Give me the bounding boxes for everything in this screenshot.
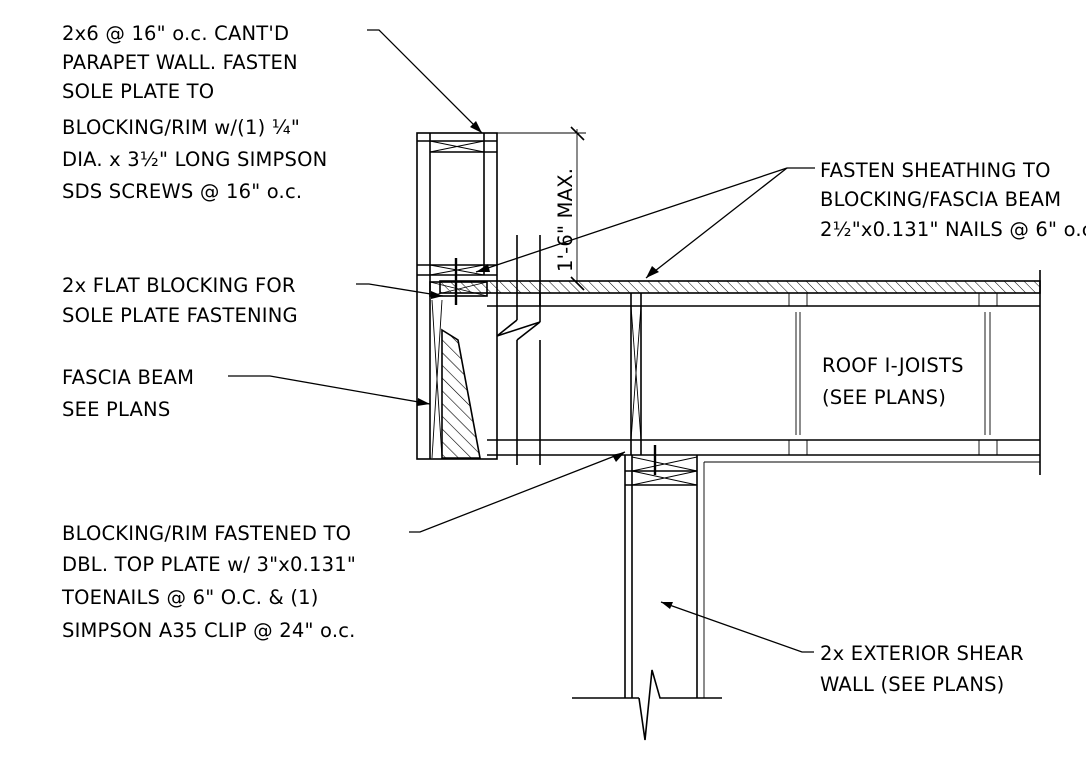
note-line: BLOCKING/RIM FASTENED TO (62, 522, 351, 545)
note-line: FASTEN SHEATHING TO (820, 159, 1051, 182)
note-line: 2x FLAT BLOCKING FOR (62, 274, 296, 297)
note-line: FASCIA BEAM (62, 366, 194, 389)
note-rim: BLOCKING/RIM FASTENED TO DBL. TOP PLATE … (61, 522, 356, 642)
note-line: WALL (SEE PLANS) (820, 673, 1005, 696)
note-line: SOLE PLATE FASTENING (62, 304, 298, 327)
note-line: SEE PLANS (62, 398, 170, 421)
note-line: (SEE PLANS) (822, 386, 946, 409)
note-sheathing: FASTEN SHEATHING TO BLOCKING/FASCIA BEAM… (820, 159, 1086, 241)
note-flat-blocking: 2x FLAT BLOCKING FOR SOLE PLATE FASTENIN… (62, 274, 298, 327)
note-line: 2x EXTERIOR SHEAR (820, 642, 1024, 665)
roof-joists (487, 270, 1041, 475)
note-line: ROOF I-JOISTS (822, 354, 964, 377)
shear-wall (572, 445, 1040, 741)
roof-sheathing (439, 280, 1041, 294)
note-line: 2x6 @ 16" o.c. CANT'D (62, 22, 289, 45)
note-line: BLOCKING/FASCIA BEAM (820, 188, 1061, 211)
note-fascia: FASCIA BEAM SEE PLANS (62, 366, 194, 421)
note-line: PARAPET WALL. FASTEN (62, 51, 298, 74)
leader-lines (228, 29, 815, 653)
note-line: SDS SCREWS @ 16" o.c. (62, 180, 302, 203)
note-line: 2½"x0.131" NAILS @ 6" o.c. (820, 218, 1086, 241)
note-line: SIMPSON A35 CLIP @ 24" o.c. (62, 619, 356, 642)
note-line: TOENAILS @ 6" O.C. & (1) (61, 586, 319, 609)
note-parapet: 2x6 @ 16" o.c. CANT'D PARAPET WALL. FAST… (62, 22, 327, 203)
break-line (496, 235, 541, 465)
note-joists: ROOF I-JOISTS (SEE PLANS) (822, 354, 964, 409)
dimension-label: 1'-6" MAX. (554, 168, 577, 272)
dimension-line: 1'-6" MAX. (497, 126, 586, 291)
fascia-beam (429, 281, 488, 459)
note-line: BLOCKING/RIM w/(1) ¼" (62, 116, 300, 139)
note-line: SOLE PLATE TO (62, 80, 214, 103)
note-line: DBL. TOP PLATE w/ 3"x0.131" (62, 553, 356, 576)
note-shear-wall: 2x EXTERIOR SHEAR WALL (SEE PLANS) (820, 642, 1024, 696)
note-line: DIA. x 3½" LONG SIMPSON (62, 148, 327, 171)
